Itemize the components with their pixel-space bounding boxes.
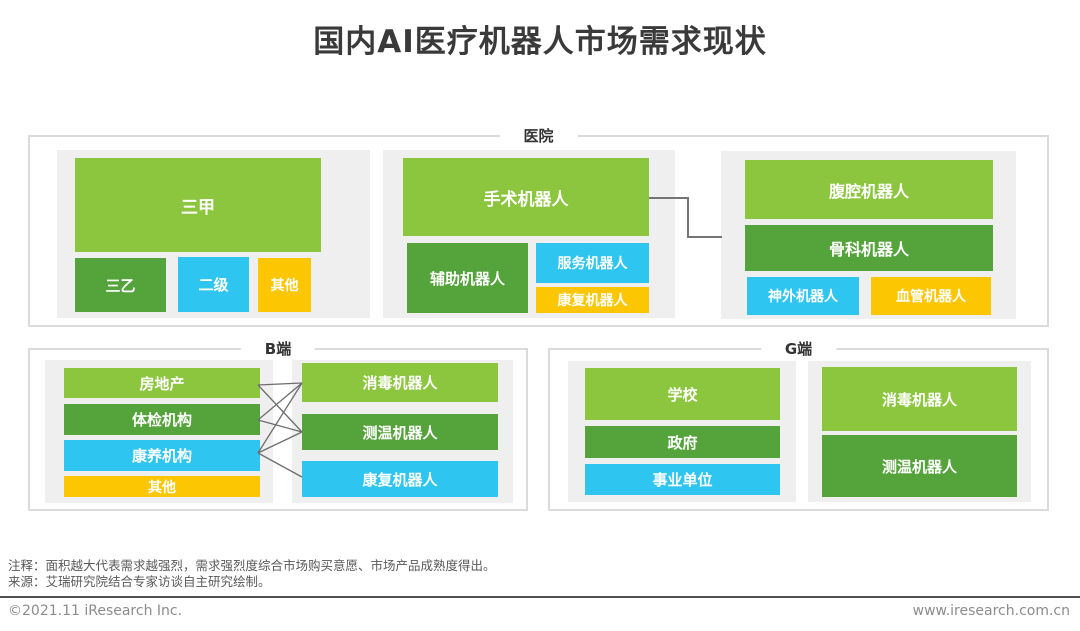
hospital-surgery-panel: 手术机器人 辅助机器人 服务机器人 康复机器人 (383, 150, 675, 318)
g-side-section: G端 学校 政府 事业单位 消毒机器人 测温机器人 (548, 339, 1049, 511)
elderly-care-box: 康养机构 (64, 440, 260, 471)
g-disinfection-robot-box: 消毒机器人 (822, 367, 1017, 431)
footer-copyright: ©2021.11 iResearch Inc. (8, 603, 183, 619)
vascular-robot-box: 血管机器人 (871, 277, 991, 315)
b-disinfection-robot-box: 消毒机器人 (302, 363, 498, 402)
b-side-section: B端 房地产 体检机构 康养机构 其他 消毒机器人 测温机器人 康复机器人 (28, 339, 528, 511)
tier-3b-box: 三乙 (75, 258, 166, 312)
footer-website: www.iresearch.com.cn (912, 603, 1070, 619)
assist-robot-box: 辅助机器人 (407, 243, 528, 313)
b-side-section-label: B端 (240, 339, 316, 359)
g-side-robot-panel: 消毒机器人 测温机器人 (808, 361, 1031, 502)
page-title: 国内AI医疗机器人市场需求现状 (313, 24, 767, 60)
hospital-section: 医院 三甲 三乙 二级 其他 手术机器人 辅助机器人 服务机器人 康复机器人 腹… (28, 126, 1049, 327)
hospital-types-panel: 腹腔机器人 骨科机器人 神外机器人 血管机器人 (721, 151, 1016, 319)
physical-exam-box: 体检机构 (64, 404, 260, 435)
hospital-tier-panel: 三甲 三乙 二级 其他 (57, 150, 370, 318)
hospital-section-label: 医院 (499, 126, 578, 146)
laparoscopic-robot-box: 腹腔机器人 (745, 160, 993, 219)
b-side-mapping-lines (257, 382, 303, 478)
g-side-customer-panel: 学校 政府 事业单位 (568, 361, 796, 502)
real-estate-box: 房地产 (64, 368, 260, 398)
tier-other-box: 其他 (258, 258, 311, 312)
rehab-robot-box: 康复机器人 (536, 287, 649, 313)
g-side-section-label: G端 (760, 339, 837, 359)
b-side-customer-panel: 房地产 体检机构 康养机构 其他 (45, 360, 273, 503)
orthopedic-robot-box: 骨科机器人 (745, 225, 993, 271)
footer-divider (0, 596, 1080, 598)
b-side-robot-panel: 消毒机器人 测温机器人 康复机器人 (292, 360, 513, 503)
notes-block: 注释：面积越大代表需求越强烈，需求强烈度综合市场购买意愿、市场产品成熟度得出。 … (8, 558, 496, 590)
government-box: 政府 (585, 426, 780, 458)
note-source: 来源：艾瑞研究院结合专家访谈自主研究绘制。 (8, 574, 271, 589)
school-box: 学校 (585, 368, 780, 420)
note-annotation: 注释：面积越大代表需求越强烈，需求强烈度综合市场购买意愿、市场产品成熟度得出。 (8, 558, 496, 573)
elbow-connector-line (649, 197, 722, 238)
b-other-box: 其他 (64, 476, 260, 497)
b-rehab-robot-box: 康复机器人 (302, 461, 498, 497)
neurosurgery-robot-box: 神外机器人 (747, 277, 859, 315)
g-temperature-robot-box: 测温机器人 (822, 435, 1017, 497)
tier-3a-box: 三甲 (75, 158, 321, 252)
surgical-robot-box: 手术机器人 (403, 158, 649, 236)
b-temperature-robot-box: 测温机器人 (302, 414, 498, 450)
tier-2-box: 二级 (178, 257, 249, 312)
public-institution-box: 事业单位 (585, 464, 780, 495)
service-robot-box: 服务机器人 (536, 243, 649, 283)
